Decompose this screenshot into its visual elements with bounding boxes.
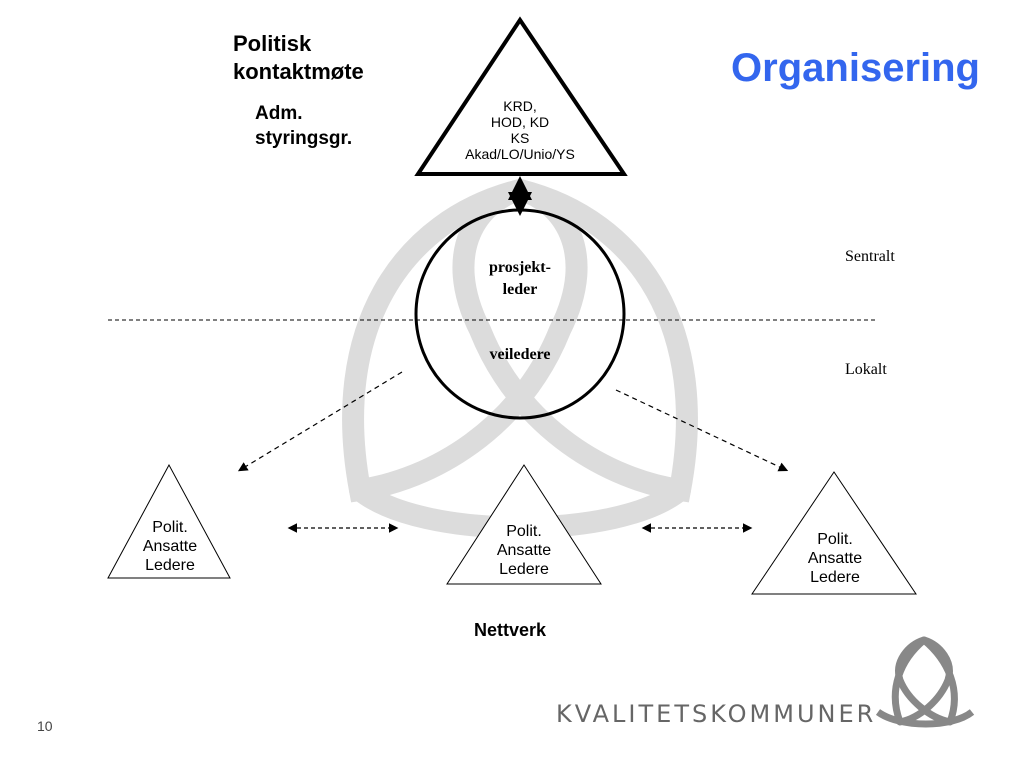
politisk-kontaktmote-label: Politisk kontaktmøte <box>233 30 364 85</box>
local-center-line: Ansatte <box>496 542 552 560</box>
top-triangle-line: HOD, KD <box>490 114 550 131</box>
network-label: Nettverk <box>474 620 547 640</box>
slide-title: Organisering <box>731 46 980 90</box>
top-triangle-line: Akad/LO/Unio/YS <box>465 146 575 163</box>
central-circle <box>414 208 626 420</box>
top-triangle <box>414 16 628 176</box>
top-triangle-line: KRD, <box>503 98 537 114</box>
local-center-line: Polit. <box>506 523 542 540</box>
veiledere-label: veiledere <box>489 346 551 363</box>
local-right-line: Ansatte <box>807 550 863 568</box>
local-right-line: Polit. <box>817 531 853 548</box>
zone-local-label: Lokalt <box>845 361 887 378</box>
adm-line-1: Adm. <box>255 103 303 124</box>
local-left-line: Ansatte <box>142 538 198 556</box>
prosjektleder-line-2: leder <box>502 280 538 298</box>
adm-line-2: styringsgr. <box>255 127 353 149</box>
prosjektleder-line-1: prosjekt- <box>489 259 551 276</box>
page-number: 10 <box>37 718 53 734</box>
prosjektleder-label: prosjekt- leder <box>460 257 580 300</box>
local-triangle-left <box>107 463 231 579</box>
brand-name: KVALITETSKOMMUNER <box>556 700 877 728</box>
local-triangle-center <box>446 464 602 585</box>
politisk-line-1: Politisk <box>233 31 312 56</box>
local-triangle-right-text: Polit. Ansatte Ledere <box>780 530 890 588</box>
brand-logo-icon <box>875 636 975 728</box>
local-triangle-right <box>751 471 917 595</box>
local-left-line: Polit. <box>152 519 188 536</box>
arrow-to-right-unit <box>615 389 789 472</box>
zone-central-label: Sentralt <box>845 248 895 265</box>
politisk-line-2: kontaktmøte <box>233 58 364 84</box>
arrow-to-left-unit <box>237 371 403 472</box>
local-triangle-left-text: Polit. Ansatte Ledere <box>115 518 225 576</box>
local-center-line: Ledere <box>499 561 549 579</box>
local-right-line: Ledere <box>810 569 860 587</box>
top-triangle-line: KS <box>510 130 530 147</box>
local-left-line: Ledere <box>145 557 195 575</box>
top-triangle-text: KRD, HOD, KD KS Akad/LO/Unio/YS <box>430 98 610 162</box>
local-triangle-center-text: Polit. Ansatte Ledere <box>469 522 579 580</box>
adm-styringsgruppe-label: Adm. styringsgr. <box>255 102 352 151</box>
